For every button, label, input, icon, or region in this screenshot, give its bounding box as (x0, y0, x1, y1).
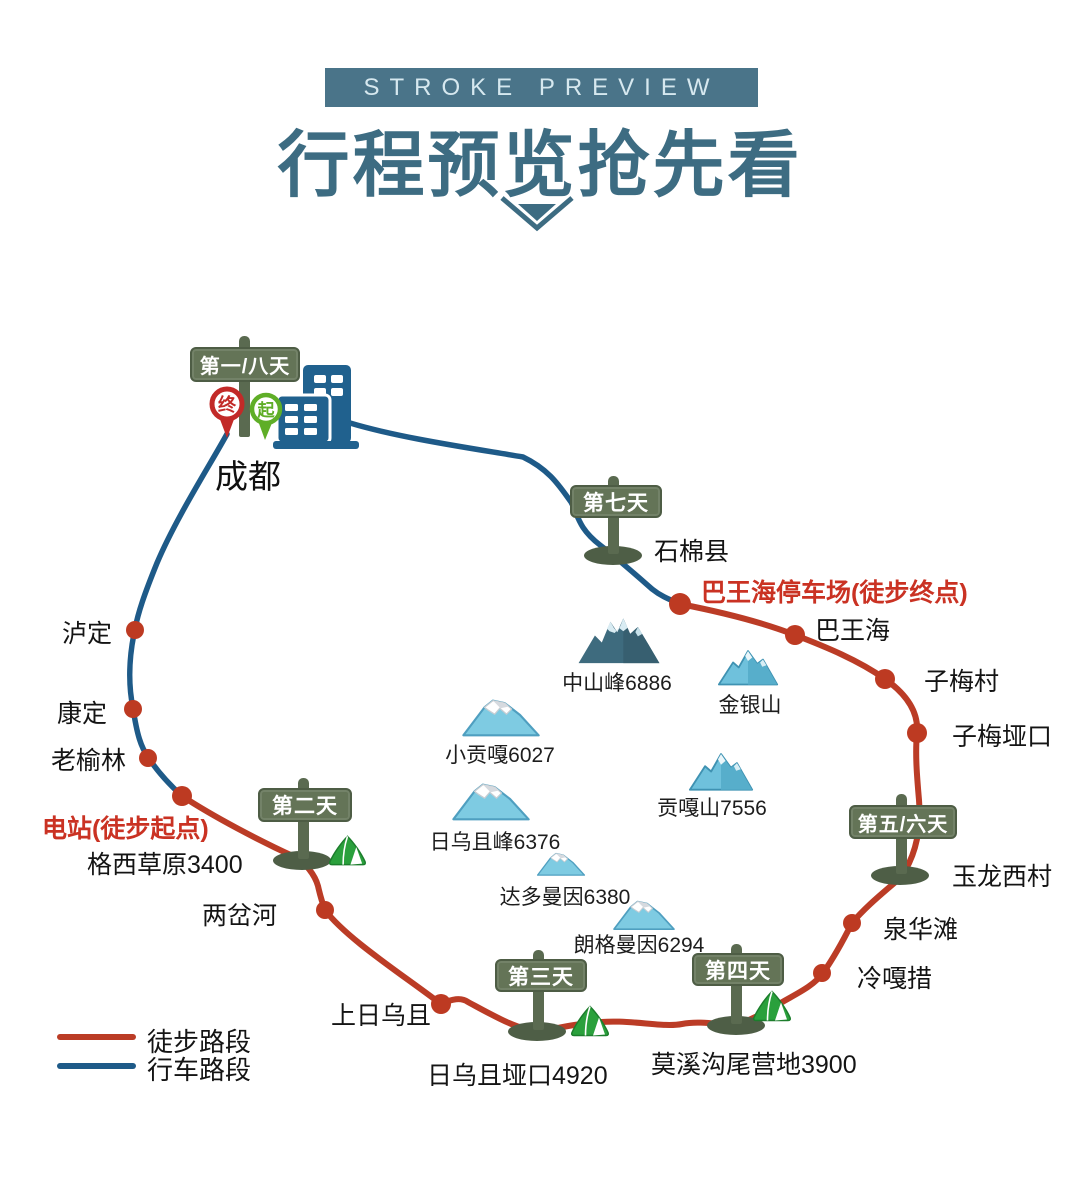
mountain-icon-xiaogongga (458, 693, 544, 737)
legend-hike-label: 徒步路段 (147, 1027, 252, 1057)
stop-label-riwuqie-pass: 日乌且垭口4920 (427, 1062, 608, 1090)
mountain-icon-riwuqie-peak (448, 777, 534, 821)
day3-sign: 第三天 (495, 959, 587, 992)
day7-sign: 第七天 (570, 485, 662, 518)
day56-sign-base (871, 866, 929, 885)
stop-label-quanhuatan: 泉华滩 (883, 916, 959, 944)
stop-label-shangriwuqie: 上日乌且 (331, 1002, 432, 1030)
mountain-label-riwuqie-peak: 日乌且峰6376 (429, 831, 561, 854)
mountain-icon-gongga (686, 748, 756, 792)
start-pin-label: 起 (257, 400, 276, 420)
day4-sign: 第四天 (692, 953, 784, 986)
legend-drive-line (57, 1063, 136, 1069)
drive-route-left (127, 431, 230, 799)
stop-label-yulongxi: 玉龙西村 (952, 863, 1053, 891)
day2-sign-label: 第二天 (272, 795, 338, 818)
mountain-label-langgemanyin: 朗格曼因6294 (573, 934, 705, 957)
mountain-label-xiaogongga: 小贡嘎6027 (445, 744, 555, 767)
day18-sign-label: 第一/八天 (199, 356, 291, 378)
stop-label-kangding: 康定 (57, 700, 108, 728)
banner-text: STROKE PREVIEW (363, 73, 720, 101)
legend-hike-line (57, 1034, 136, 1040)
stop-label-dianzhan: 电站(徒步起点) (42, 815, 209, 843)
stop-label-gexi: 格西草原3400 (87, 851, 243, 879)
mountain-label-zhongshan: 中山峰6886 (562, 672, 672, 695)
stop-label-moxigou: 莫溪沟尾营地3900 (651, 1051, 857, 1079)
tent-icon-day4 (751, 988, 793, 1023)
stop-label-zimei-village: 子梅村 (924, 668, 1000, 696)
stop-label-lenggacuo: 冷嘎措 (857, 965, 933, 993)
mountain-label-daduomanyin: 达多曼因6380 (499, 886, 631, 909)
tent-icon-day3 (569, 1003, 611, 1038)
day3-sign-base (508, 1022, 566, 1041)
mountain-label-gongga: 贡嘎山7556 (657, 797, 767, 820)
route-dots (124, 593, 927, 1014)
stop-label-luding: 泸定 (62, 620, 113, 648)
page-title: 行程预览抢先看 (277, 126, 803, 206)
day4-sign-label: 第四天 (705, 959, 771, 983)
chevron-down-icon (500, 196, 574, 232)
mountain-icon-jinyin (716, 645, 780, 687)
stop-label-chengdu: 成都 (215, 458, 281, 495)
stop-label-liangchahe: 两岔河 (202, 902, 278, 930)
stop-label-bawanghai: 巴王海 (815, 617, 891, 645)
day3-sign-label: 第三天 (508, 965, 574, 989)
legend-drive-label: 行车路段 (147, 1055, 252, 1085)
stop-label-zimei-pass: 子梅垭口 (952, 723, 1053, 751)
day56-sign-label: 第五/六天 (857, 813, 949, 836)
day7-sign-label: 第七天 (583, 491, 649, 515)
city-buildings-icon (273, 365, 359, 449)
start-pin-icon: 起 (249, 392, 283, 440)
stop-label-laoyulin: 老榆林 (51, 747, 127, 775)
day18-sign: 第一/八天 (190, 347, 300, 382)
day2-sign-base (273, 851, 331, 870)
day4-sign-base (707, 1016, 765, 1035)
day18-sign-post (239, 336, 250, 437)
end-pin-label: 终 (218, 394, 237, 415)
mountain-icon-zhongshan (576, 613, 662, 665)
tent-icon-day2 (327, 833, 368, 867)
banner: STROKE PREVIEW (325, 68, 758, 107)
stop-label-shimian: 石棉县 (654, 538, 730, 566)
day7-sign-base (584, 546, 642, 565)
day2-sign: 第二天 (258, 788, 352, 822)
day56-sign: 第五/六天 (849, 805, 957, 839)
end-pin-icon: 终 (209, 386, 245, 438)
stop-label-bawanghai-parking: 巴王海停车场(徒步终点) (701, 579, 968, 607)
mountain-label-jinyin: 金银山 (718, 694, 782, 717)
